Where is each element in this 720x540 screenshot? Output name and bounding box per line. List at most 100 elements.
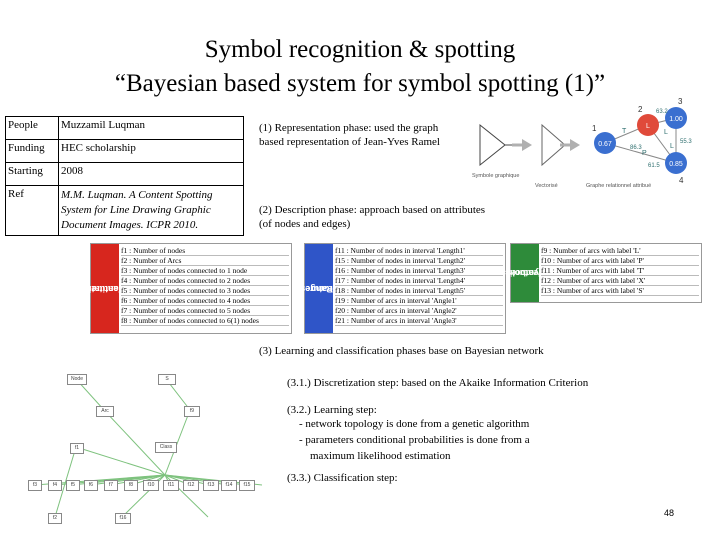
feature-row: f12 : Number of arcs with label 'X' [541,276,699,286]
graph-edge [604,142,677,164]
page-title-line1: Symbol recognition & spotting [204,36,516,63]
network-node: f13 [203,480,219,491]
graph-node [637,114,659,136]
info-label: Ref [5,185,59,236]
edge-value: 86.3 [630,145,642,151]
network-node: S [158,374,176,385]
edge-value: 61.5 [648,163,660,169]
range-feature-rows: f11 : Number of nodes in interval 'Lengt… [335,246,503,326]
info-label: Starting [5,162,59,186]
node-label: 3 [678,97,683,106]
graph-node [665,152,687,174]
feature-row: f13 : Number of arcs with label 'S' [541,286,699,296]
feature-row: f3 : Number of nodes connected to 1 node [121,266,289,276]
learning-bullet: maximum likelihood estimation [310,450,451,462]
arrow-icon [570,139,580,151]
edge-value: 63.2 [656,109,668,115]
network-node: f5 [66,480,80,491]
network-node: f7 [104,480,118,491]
info-label: People [5,116,59,140]
feature-row: f21 : Number of arcs in interval 'Angle3… [335,316,503,326]
network-node: f16 [115,513,131,524]
graph-representation-figure: 0.67 1.00 0.85 L 1 2 3 4 63.2 86.3 55.3 … [472,97,692,189]
quantitative-feature-rows: f1 : Number of nodes f2 : Number of Arcs… [121,246,289,326]
network-node: f3 [28,480,42,491]
feature-row: f17 : Number of nodes in interval 'Lengt… [335,276,503,286]
feature-label-line: Features [86,283,124,294]
page-title-line2: “Bayesian based system for symbol spotti… [114,70,606,97]
network-node: f1 [70,443,84,454]
edge-value: 55.3 [680,139,692,145]
node-value: 1.00 [669,116,683,123]
network-node: f9 [184,406,200,417]
node-label: 2 [638,105,643,114]
network-node: Class [155,442,177,453]
info-value: Muzzamil Luqman [58,116,244,140]
feature-row: f8 : Number of nodes connected to 6(1) n… [121,316,289,326]
learning-bullet: - network topology is done from a geneti… [299,418,530,430]
network-node: f2 [48,513,62,524]
bayesian-network-edges [34,378,263,518]
feature-row: f1 : Number of nodes [121,246,289,256]
node-value: L [646,123,650,130]
representation-phase-text: (1) Representation phase: used the graph… [259,122,440,148]
info-row-starting: Starting 2008 [5,162,244,186]
feature-row: f7 : Number of nodes connected to 5 node… [121,306,289,316]
discretization-step-text: (3.1.) Discretization step: based on the… [287,377,589,389]
network-node: f8 [124,480,138,491]
network-node: Arc [96,406,114,417]
vectorized-shape [541,123,566,167]
network-node: f6 [84,480,98,491]
info-row-people: People Muzzamil Luqman [5,116,244,140]
info-label: Funding [5,139,59,163]
network-node: f11 [163,480,179,491]
feature-row: f5 : Number of nodes connected to 3 node… [121,286,289,296]
info-row-funding: Funding HEC scholarship [5,139,244,163]
feature-label-line: Features [300,283,338,294]
feature-row: f19 : Number of arcs in interval 'Angle1… [335,296,503,306]
arrow-icon [522,139,532,151]
info-table: People Muzzamil Luqman Funding HEC schol… [5,116,244,236]
node-value: 0.67 [598,141,612,148]
feature-row: f2 : Number of Arcs [121,256,289,266]
symbolic-feature-rows: f9 : Number of arcs with label 'L' f10 :… [541,246,699,296]
learning-phase-text: (3) Learning and classification phases b… [259,345,544,357]
edge-type: L [664,129,668,136]
learning-step-text: (3.2.) Learning step: [287,404,377,416]
edge-type: T [622,128,627,135]
node-label: 1 [592,124,597,133]
graph-node [665,107,687,129]
feature-row: f6 : Number of nodes connected to 4 node… [121,296,289,306]
network-node: f14 [221,480,237,491]
edge-type: L [670,143,674,150]
network-node: Node [67,374,87,385]
network-node: f15 [239,480,255,491]
feature-row: f15 : Number of nodes in interval 'Lengt… [335,256,503,266]
feature-row: f9 : Number of arcs with label 'L' [541,246,699,256]
figure-caption: Graphe relationnel attribué [586,183,651,189]
feature-row: f20 : Number of arcs in interval 'Angle2… [335,306,503,316]
feature-row: f11 : Number of arcs with label 'T' [541,266,699,276]
learning-bullet: - parameters conditional probabilities i… [299,434,530,446]
description-phase-text: (2) Description phase: approach based on… [259,204,486,230]
network-node: f4 [48,480,62,491]
edge-type: P [642,150,647,157]
network-node: f12 [183,480,199,491]
info-row-ref: Ref M.M. Luqman. A Content Spotting Syst… [5,185,244,236]
info-value: M.M. Luqman. A Content Spotting System f… [58,185,244,236]
node-value: 0.85 [669,161,683,168]
network-node: f10 [143,480,159,491]
feature-row: f10 : Number of arcs with label 'P' [541,256,699,266]
feature-row: f11 : Number of nodes in interval 'Lengt… [335,246,503,256]
info-value: HEC scholarship [58,139,244,163]
feature-row: f16 : Number of nodes in interval 'Lengt… [335,266,503,276]
node-label: 4 [679,176,684,185]
info-value: 2008 [58,162,244,186]
figure-caption: Vectorisé [535,183,558,189]
